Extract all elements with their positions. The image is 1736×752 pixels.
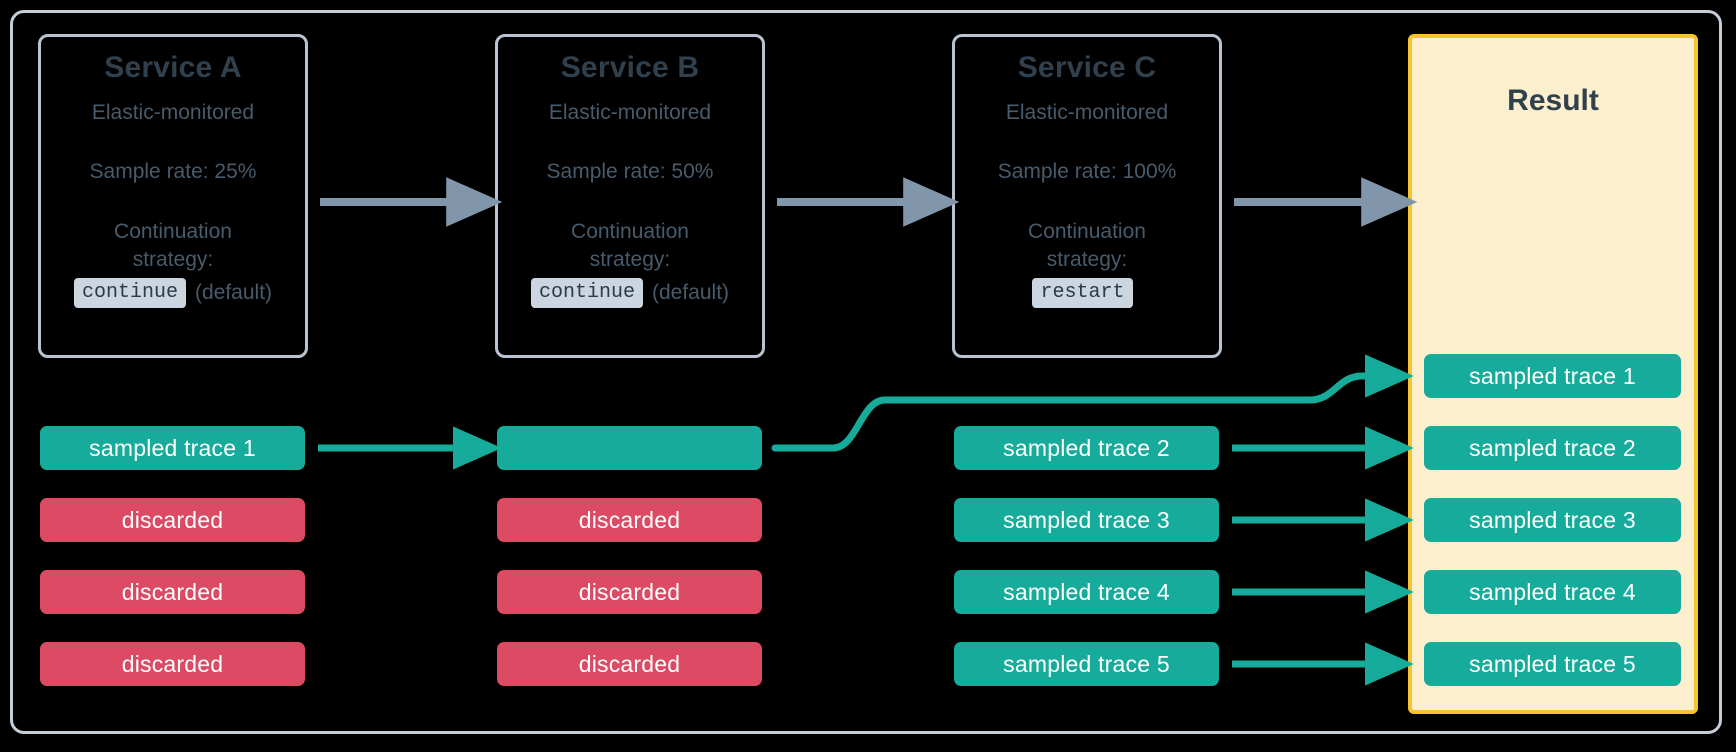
service-b-trace-row-4: discarded xyxy=(497,642,762,686)
service-c-title: Service C xyxy=(1017,51,1157,84)
result-title: Result xyxy=(1507,84,1599,117)
service-b-strategy-label-1: Continuation xyxy=(571,219,689,243)
service-b-subtitle: Elastic-monitored xyxy=(548,100,712,124)
service-c-strategy-label-1: Continuation xyxy=(1028,219,1146,243)
service-c-subtitle: Elastic-monitored xyxy=(1005,100,1169,124)
result-trace-row-5: sampled trace 5 xyxy=(1424,642,1681,686)
service-a-trace-row-3: discarded xyxy=(40,570,305,614)
service-c-trace-label-2: sampled trace 3 xyxy=(1003,506,1170,533)
service-a-trace-row-2: discarded xyxy=(40,498,305,542)
service-c-trace-row-4: sampled trace 5 xyxy=(954,642,1219,686)
result-trace-row-1: sampled trace 1 xyxy=(1424,354,1681,398)
result-trace-row-4: sampled trace 4 xyxy=(1424,570,1681,614)
result-trace-row-3: sampled trace 3 xyxy=(1424,498,1681,542)
result-trace-row-2: sampled trace 2 xyxy=(1424,426,1681,470)
result-trace-label-4: sampled trace 4 xyxy=(1469,578,1636,605)
diagram-outer-frame xyxy=(10,10,1722,734)
result-trace-label-3: sampled trace 3 xyxy=(1469,506,1636,533)
service-b-trace-row-3: discarded xyxy=(497,570,762,614)
service-b-strategy-code: continue xyxy=(530,277,643,308)
service-b-trace-label-3: discarded xyxy=(578,578,681,605)
service-a-strategy-note: (default) xyxy=(194,280,273,304)
service-a-trace-row-4: discarded xyxy=(40,642,305,686)
result-trace-label-5: sampled trace 5 xyxy=(1469,650,1636,677)
result-trace-label-1: sampled trace 1 xyxy=(1469,362,1636,389)
service-c-trace-label-1: sampled trace 2 xyxy=(1003,434,1170,461)
service-b-trace-label-4: discarded xyxy=(578,650,681,677)
service-a-trace-row-1: sampled trace 1 xyxy=(40,426,305,470)
service-a-trace-label-4: discarded xyxy=(121,650,224,677)
service-b-title: Service B xyxy=(560,51,700,84)
service-a-trace-label-2: discarded xyxy=(121,506,224,533)
service-a-trace-label-3: discarded xyxy=(121,578,224,605)
service-b-strategy-note: (default) xyxy=(651,280,730,304)
service-c-trace-row-2: sampled trace 3 xyxy=(954,498,1219,542)
service-a-strategy-label-2: strategy: xyxy=(132,248,214,272)
service-b-sample-rate: Sample rate: 50% xyxy=(546,159,714,183)
service-b-trace-row-1 xyxy=(497,426,762,470)
service-a-strategy-code: continue xyxy=(73,277,186,308)
service-c-trace-label-4: sampled trace 5 xyxy=(1003,650,1170,677)
service-c-trace-row-1: sampled trace 2 xyxy=(954,426,1219,470)
service-card-b: Service B Elastic-monitored Sample rate:… xyxy=(495,34,765,358)
service-c-strategy-code: restart xyxy=(1032,277,1133,308)
service-a-title: Service A xyxy=(104,51,242,84)
service-card-c: Service C Elastic-monitored Sample rate:… xyxy=(952,34,1222,358)
result-trace-label-2: sampled trace 2 xyxy=(1469,434,1636,461)
service-b-strategy-value: continue (default) xyxy=(498,277,762,308)
service-c-strategy-value: restart xyxy=(955,277,1219,308)
service-card-a: Service A Elastic-monitored Sample rate:… xyxy=(38,34,308,358)
service-b-strategy-label-2: strategy: xyxy=(589,248,671,272)
service-c-trace-row-3: sampled trace 4 xyxy=(954,570,1219,614)
service-b-trace-label-2: discarded xyxy=(578,506,681,533)
service-a-strategy-label-1: Continuation xyxy=(114,219,232,243)
service-c-trace-label-3: sampled trace 4 xyxy=(1003,578,1170,605)
service-a-strategy-value: continue (default) xyxy=(41,277,305,308)
service-a-subtitle: Elastic-monitored xyxy=(91,100,255,124)
service-a-trace-label-1: sampled trace 1 xyxy=(89,434,256,461)
service-a-sample-rate: Sample rate: 25% xyxy=(89,159,257,183)
service-b-trace-row-2: discarded xyxy=(497,498,762,542)
service-c-sample-rate: Sample rate: 100% xyxy=(997,159,1177,183)
service-c-strategy-label-2: strategy: xyxy=(1046,248,1128,272)
